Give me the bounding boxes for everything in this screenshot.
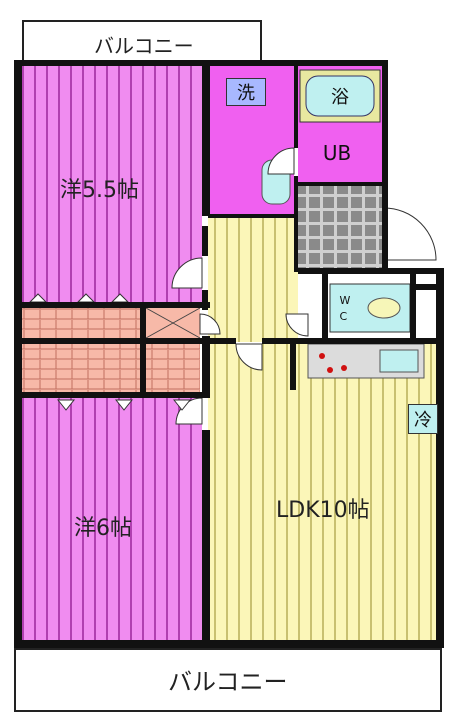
room-western-55-floor	[22, 66, 202, 306]
room-ldk-label: LDK10帖	[276, 498, 370, 523]
entrance-tile	[298, 186, 382, 270]
fridge-tag: 冷	[408, 404, 438, 434]
closet-upper	[22, 308, 140, 338]
bath-tag: 浴	[322, 84, 358, 108]
room-western-6-floor	[22, 396, 202, 640]
closet-lower	[22, 344, 140, 392]
balcony-bottom-label: バルコニー	[168, 668, 288, 696]
washer-tag: 洗	[226, 78, 266, 106]
room-western-55-label: 洋5.5帖	[60, 178, 139, 203]
closet-right-lower	[146, 344, 200, 392]
toilet-tag: W C	[339, 294, 351, 323]
balcony-top-label: バルコニー	[94, 34, 194, 58]
hall-floor	[208, 218, 298, 342]
room-western-6-label: 洋6帖	[74, 516, 132, 541]
unit-bath-tag: UB	[322, 141, 352, 165]
room-ldk-floor	[208, 344, 440, 640]
balcony-bottom	[14, 648, 442, 712]
